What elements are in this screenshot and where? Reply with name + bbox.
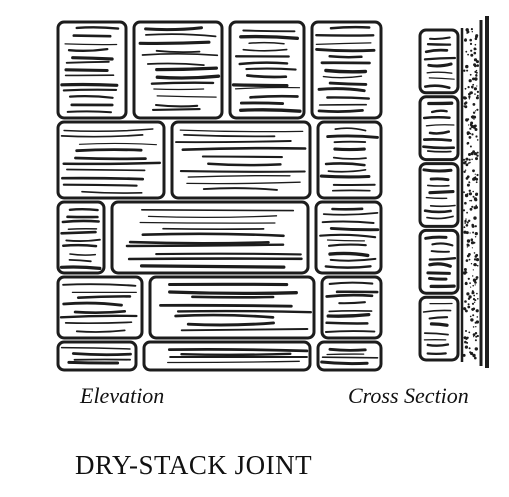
wall-stone [142,340,312,372]
wall-stone [110,200,310,275]
section-stone [418,295,460,362]
cross-section-wall [418,16,489,368]
wall-stone [310,20,383,120]
wall-stone [56,340,138,372]
wall-stone [148,275,316,340]
wall-stone [228,20,306,120]
section-stone [418,228,460,295]
wall-stone [320,275,383,340]
section-stone [418,162,460,228]
section-stone [418,28,460,95]
wall-stone [316,120,383,200]
wall-stone [170,120,312,200]
elevation-caption: Elevation [80,383,165,408]
section-stone [418,95,460,162]
elevation-wall [56,20,385,372]
diagram-title: DRY-STACK JOINT [75,450,313,480]
wall-stone [56,20,128,120]
wall-stone [316,340,383,372]
wall-stone [56,200,106,275]
wall-stone [56,275,144,340]
wall-stone [314,200,383,275]
cross-section-caption: Cross Section [348,383,469,408]
wall-stone [132,20,224,120]
wall-stone [56,120,166,200]
gravel-infill [460,16,489,368]
